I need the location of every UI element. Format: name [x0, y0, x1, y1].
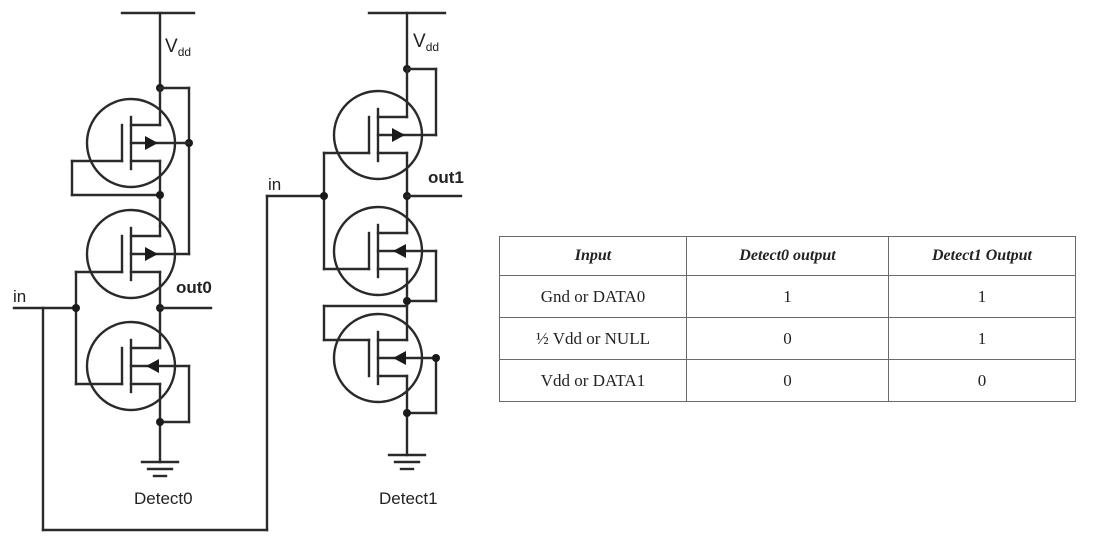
transistor-3-right — [322, 304, 438, 415]
in-label-right: in — [268, 175, 281, 194]
table-cell: ½ Vdd or NULL — [499, 317, 687, 360]
header-detect0-output: Detect0 output — [686, 236, 889, 276]
transistor-3-left — [74, 320, 191, 424]
transistor-2-right — [322, 205, 438, 303]
out0-label: out0 — [176, 278, 212, 297]
in-label-left: in — [13, 287, 26, 306]
table-cell: 0 — [686, 359, 889, 402]
vdd-label-right: Vdd — [413, 31, 439, 54]
detect1-circuit: Vdd in out1 — [268, 11, 464, 508]
truth-table: Input Detect0 output Detect1 Output Gnd … — [499, 236, 1076, 402]
detect1-label: Detect1 — [379, 489, 438, 508]
detect0-label: Detect0 — [134, 489, 193, 508]
table-row: ½ Vdd or NULL 0 1 — [499, 317, 1076, 360]
detect0-circuit: Vdd — [12, 11, 213, 532]
table-cell: Vdd or DATA1 — [499, 359, 687, 402]
table-cell: Gnd or DATA0 — [499, 275, 687, 318]
transistor-1-right — [322, 89, 438, 271]
table-cell: 0 — [686, 317, 889, 360]
table-row: Vdd or DATA1 0 0 — [499, 359, 1076, 402]
table-header-row: Input Detect0 output Detect1 Output — [499, 236, 1076, 276]
transistor-2-left — [74, 208, 191, 386]
table-cell: 1 — [888, 275, 1076, 318]
table-cell: 1 — [686, 275, 889, 318]
table-row: Gnd or DATA0 1 1 — [499, 275, 1076, 318]
input-connection-wire — [41, 194, 326, 532]
vdd-label-left: Vdd — [165, 36, 191, 59]
header-detect1-output: Detect1 Output — [888, 236, 1076, 276]
table-cell: 1 — [888, 317, 1076, 360]
ground-symbol-left — [140, 460, 180, 478]
out1-label: out1 — [428, 168, 464, 187]
ground-symbol-right — [387, 453, 427, 471]
header-input: Input — [499, 236, 687, 276]
table-cell: 0 — [888, 359, 1076, 402]
transistor-1-left — [70, 97, 191, 197]
